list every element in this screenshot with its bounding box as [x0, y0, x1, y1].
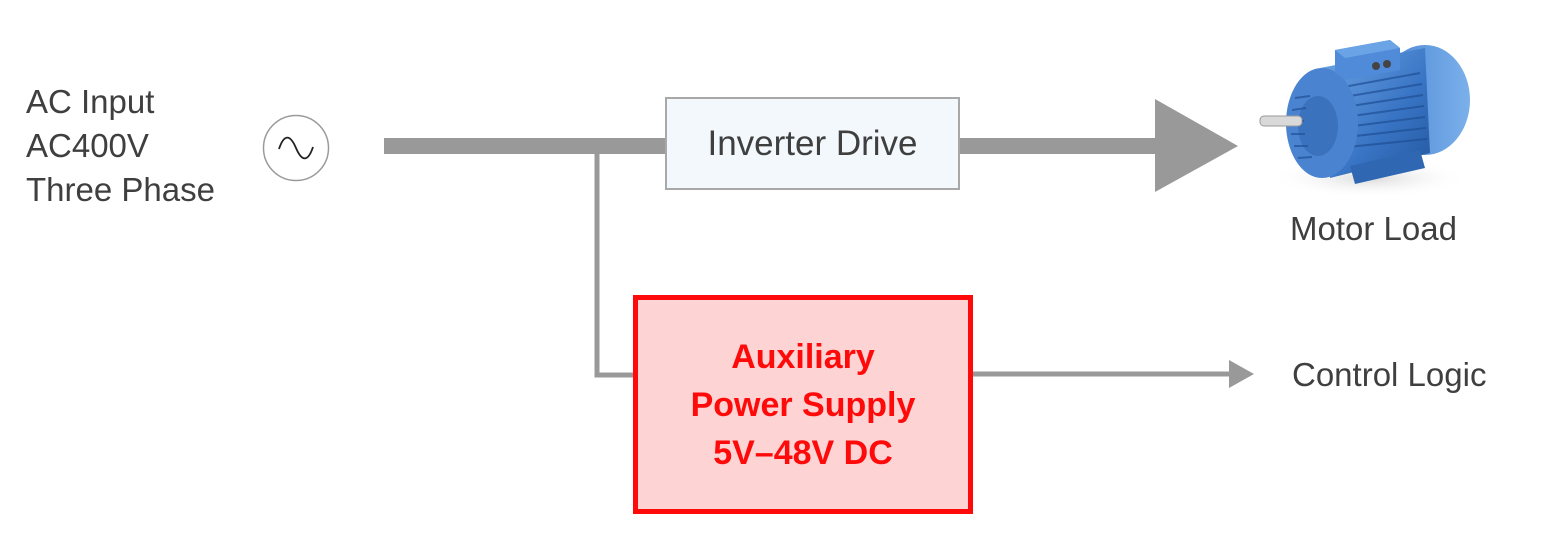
motor-load-label: Motor Load [1290, 210, 1457, 247]
motor-arrowhead [1155, 99, 1238, 192]
ac-input-label: AC Input AC400V Three Phase [26, 80, 215, 212]
inverter-drive-label: Inverter Drive [707, 123, 918, 163]
control-logic-label: Control Logic [1292, 356, 1487, 393]
ac-phase-line: Three Phase [26, 171, 215, 208]
control-arrowhead [1229, 360, 1254, 388]
aux-voltage-range: 5V–48V DC [713, 433, 893, 472]
inverter-output-line [960, 138, 1160, 154]
ac-sine-source-icon [262, 114, 330, 182]
main-power-line [384, 138, 666, 154]
inverter-drive-block: Inverter Drive [665, 97, 960, 190]
auxiliary-power-supply-block: Auxiliary Power Supply 5V–48V DC [633, 295, 973, 514]
aux-title-line: Auxiliary [731, 337, 875, 376]
aux-branch-line [594, 154, 634, 378]
aux-subtitle-line: Power Supply [690, 385, 916, 424]
ac-input-line: AC Input [26, 83, 155, 120]
ac-voltage-line: AC400V [26, 127, 149, 164]
electric-motor-icon [1259, 40, 1470, 198]
